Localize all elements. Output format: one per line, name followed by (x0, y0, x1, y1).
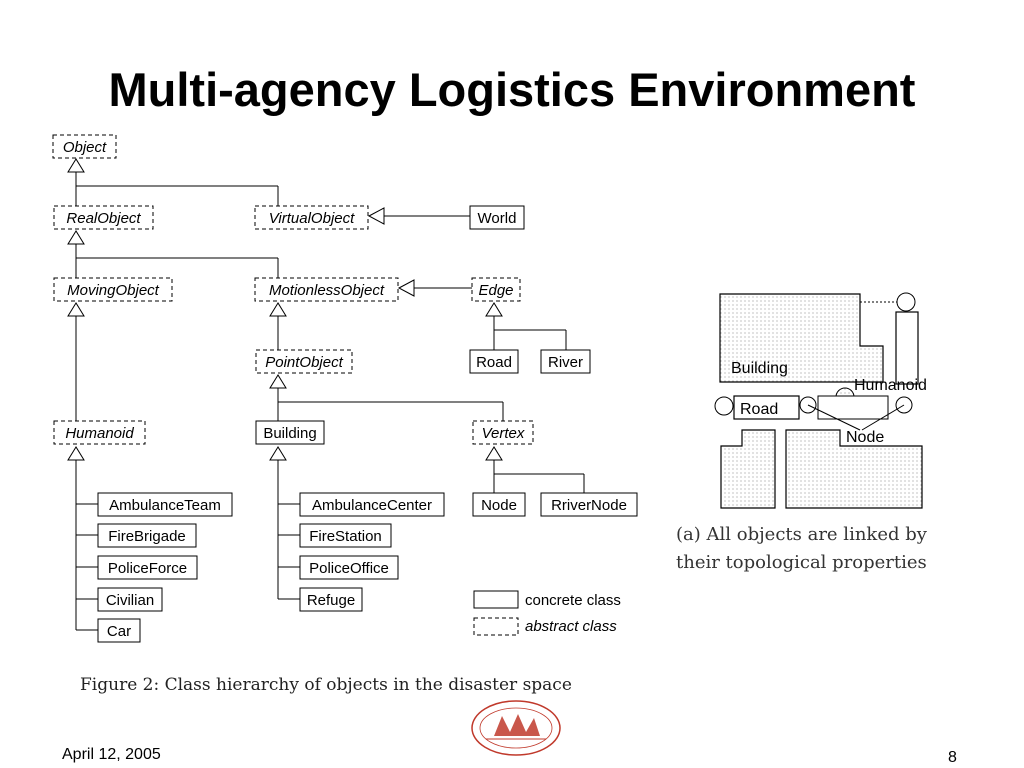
class-box-ambulance-team (97, 492, 233, 517)
class-box-edge (471, 277, 521, 302)
class-node: Node (481, 497, 517, 514)
topology-building-label: Building (731, 360, 788, 377)
class-real-object: RealObject (66, 210, 141, 227)
class-box-police-force (97, 555, 198, 580)
class-box-fire-station (299, 523, 392, 548)
class-fire-brigade: FireBrigade (108, 528, 186, 545)
class-box-ambulance-center (299, 492, 445, 517)
class-point-object: PointObject (265, 354, 343, 371)
class-world: World (478, 210, 517, 227)
class-car: Car (107, 623, 131, 640)
university-logo (471, 700, 561, 756)
figure-2-caption: Figure 2: Class hierarchy of objects in … (80, 675, 572, 695)
class-humanoid: Humanoid (65, 425, 134, 442)
topology-node-label: Node (846, 429, 884, 446)
slide-title: Multi-agency Logistics Environment (108, 63, 916, 116)
topology-caption-line1: (a) All objects are linked by (676, 524, 927, 545)
class-virtual-object: VirtualObject (269, 210, 355, 227)
class-box-node (472, 492, 526, 517)
legend-abstract-label: abstract class (525, 618, 617, 635)
class-box-vertex (472, 420, 534, 445)
page-number: 8 (948, 749, 957, 766)
topology-road-label: Road (740, 401, 778, 418)
class-ambulance-team: AmbulanceTeam (109, 497, 221, 514)
inheritance-arrows (67, 158, 503, 461)
class-box-real-object (53, 205, 154, 230)
class-refuge: Refuge (307, 592, 355, 609)
class-box-building (255, 420, 325, 445)
class-ambulance-center: AmbulanceCenter (312, 497, 432, 514)
class-box-road (469, 349, 519, 374)
class-box-object (52, 134, 117, 159)
class-police-force: PoliceForce (108, 560, 187, 577)
topology-humanoid-label: Humanoid (854, 377, 927, 394)
class-box-fire-brigade (97, 523, 197, 548)
class-road: Road (476, 354, 512, 371)
topology-illustration: Building Humanoid Road Node (714, 292, 927, 509)
class-building: Building (263, 425, 316, 442)
class-box-world (469, 205, 525, 230)
topology-caption: (a) All objects are linked by their topo… (676, 521, 996, 577)
class-edge: Edge (478, 282, 513, 299)
class-motionless-object: MotionlessObject (269, 282, 385, 299)
class-river-node: RriverNode (551, 497, 627, 514)
class-moving-object: MovingObject (67, 282, 160, 299)
class-river: River (548, 354, 583, 371)
topology-caption-line2: their topological properties (676, 552, 927, 573)
class-box-virtual-object (254, 205, 369, 230)
class-box-river (540, 349, 591, 374)
class-box-refuge (299, 587, 363, 612)
class-object: Object (63, 139, 107, 156)
legend-abstract-swatch (473, 617, 519, 636)
class-box-police-office (299, 555, 399, 580)
class-box-moving-object (53, 277, 173, 302)
class-vertex: Vertex (482, 425, 525, 442)
class-box-car (97, 618, 141, 643)
inheritance-lines (75, 172, 585, 631)
class-police-office: PoliceOffice (309, 560, 389, 577)
legend-concrete-swatch (473, 590, 519, 609)
class-fire-station: FireStation (309, 528, 382, 545)
class-civilian: Civilian (106, 592, 154, 609)
class-box-point-object (255, 349, 353, 374)
footer-date: April 12, 2005 (62, 746, 161, 763)
class-box-humanoid (53, 420, 146, 445)
class-box-river-node (540, 492, 638, 517)
class-box-motionless-object (254, 277, 399, 302)
legend-concrete-label: concrete class (525, 592, 621, 609)
class-box-civilian (97, 587, 163, 612)
